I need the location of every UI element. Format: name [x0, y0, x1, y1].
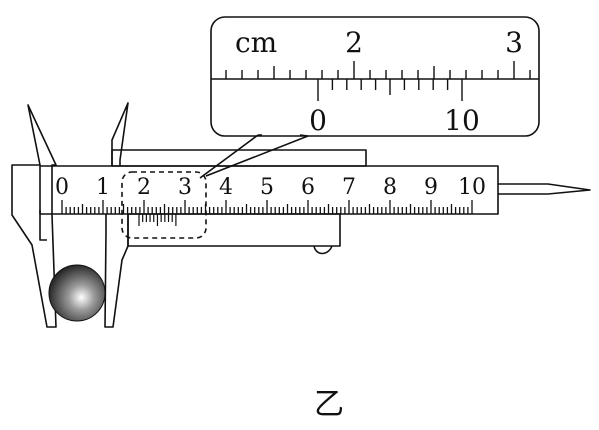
main-scale-numbers: 0 1 2 3 4 5 6 7 8 9 10 — [55, 175, 486, 200]
main-number-4: 4 — [219, 175, 233, 200]
main-number-6: 6 — [301, 175, 315, 200]
steel-ball — [48, 264, 106, 322]
figure-caption: 乙 — [314, 387, 344, 422]
callout-lines — [199, 134, 309, 179]
inset-main-number-2: 2 — [345, 26, 363, 59]
vernier-scale-ticks — [138, 214, 177, 226]
main-number-1: 1 — [96, 175, 110, 200]
main-scale-ticks — [61, 200, 473, 214]
inset-main-scale-ticks — [225, 61, 531, 79]
vernier-frame — [111, 102, 129, 166]
main-number-9: 9 — [424, 175, 438, 200]
main-number-7: 7 — [342, 175, 356, 200]
vernier-plate — [127, 213, 341, 247]
inset-unit-label: cm — [235, 26, 277, 59]
main-number-3: 3 — [178, 175, 192, 200]
inset-vernier-scale-ticks — [317, 79, 463, 101]
fixed-jaw — [11, 104, 57, 328]
inset-vernier-number-0: 0 — [309, 104, 327, 137]
main-number-5: 5 — [260, 175, 274, 200]
zoom-inset-box — [210, 16, 540, 137]
fixed-jaw-inner — [39, 210, 47, 241]
main-number-2: 2 — [137, 175, 151, 200]
main-number-8: 8 — [383, 175, 397, 200]
depth-rod — [498, 183, 591, 195]
main-number-0: 0 — [55, 175, 69, 200]
inset-main-number-3: 3 — [505, 26, 523, 59]
thumb-screw — [313, 245, 333, 255]
inset-vernier-number-10: 10 — [444, 104, 480, 137]
main-number-10: 10 — [458, 175, 486, 200]
